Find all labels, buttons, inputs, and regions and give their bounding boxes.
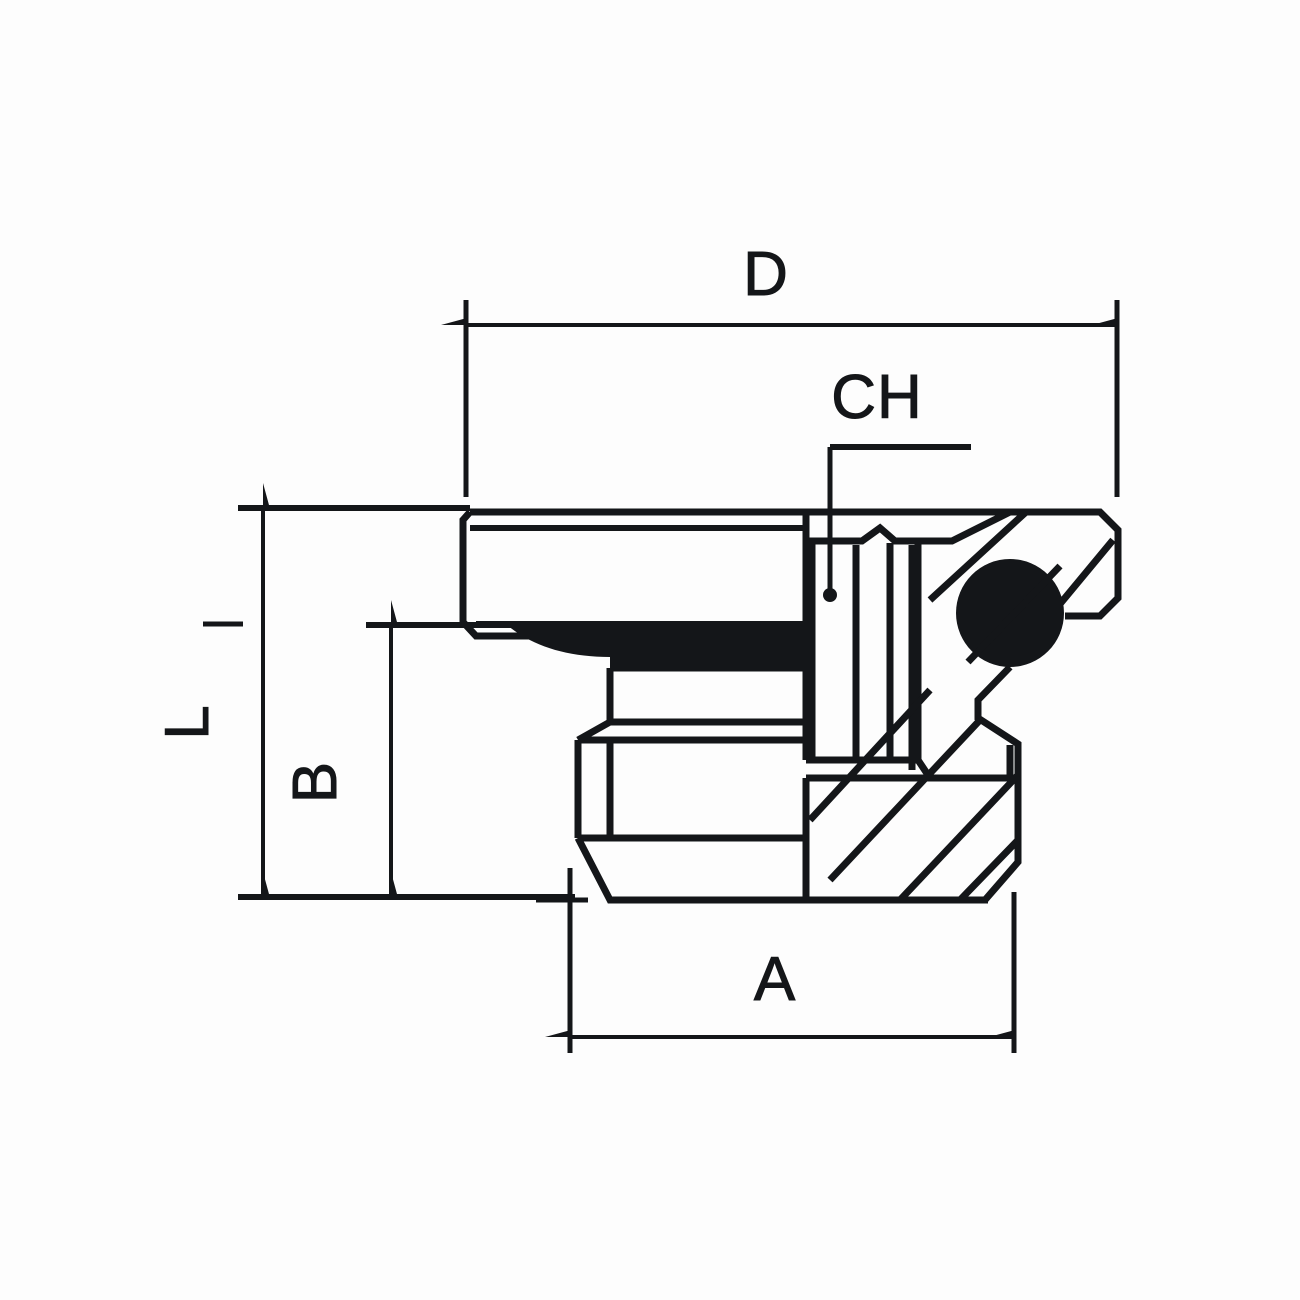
hatch-upper-3 [965,563,1063,665]
thread-chamfer-top [576,718,612,744]
hatch-upper-1 [927,509,1029,603]
dimension-A: A [545,892,1017,1053]
hatch-lower-3 [957,837,1021,903]
dimension-D: D [441,240,1120,497]
dim-D-label: D [743,240,789,309]
body-right-upper-profile [918,508,1012,545]
dimension-layer: D CH L B [153,240,1120,1053]
hatch-lower-2 [897,772,1021,903]
body-right-inner-step [930,745,1014,782]
hatch-lower-1 [827,717,983,883]
dim-B-label: B [281,761,350,803]
body-right-step-outline [974,664,1022,903]
flange-head-outline [470,508,1122,620]
hatch-lower-4 [807,687,933,823]
dimension-B: B [281,600,575,900]
dim-L-label: L [153,704,222,739]
dim-CH-label: CH [831,363,923,432]
dimension-CH: CH [823,363,971,602]
part-geometry [459,508,1122,904]
hatch-upper-2 [1047,537,1116,619]
dim-A-label: A [754,945,796,1014]
dim-CH-leader-dot [823,588,837,602]
